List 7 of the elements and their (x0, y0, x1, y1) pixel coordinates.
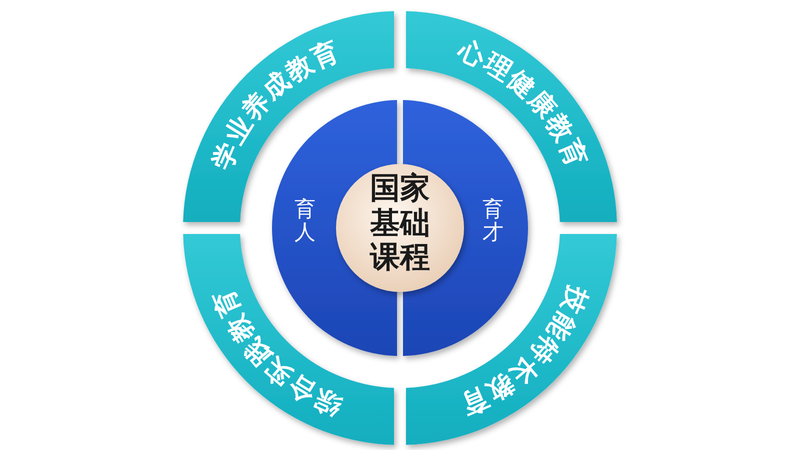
half-label: 育才 (482, 198, 504, 244)
center-label: 国家基础课程 (368, 172, 431, 276)
segment-label: 技能特长教育 (454, 282, 593, 421)
half-label: 育人 (294, 198, 316, 244)
segment-label: 心理健康教育 (454, 35, 593, 174)
segment-label: 学业养成教育 (207, 35, 346, 174)
segment-label: 综合实践教育 (207, 282, 346, 421)
